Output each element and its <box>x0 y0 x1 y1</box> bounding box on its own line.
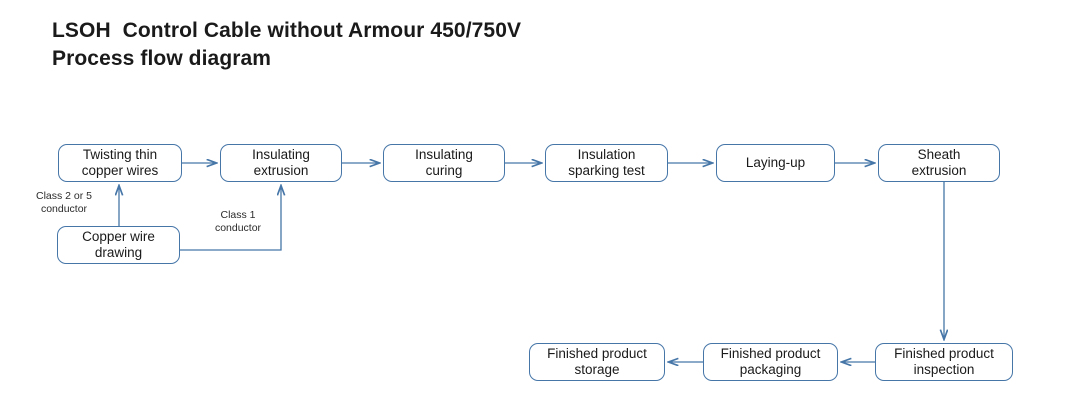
node-insulating-extrusion[interactable]: Insulating extrusion <box>220 144 342 182</box>
node-insulating-curing[interactable]: Insulating curing <box>383 144 505 182</box>
node-finished-product-packaging[interactable]: Finished product packaging <box>703 343 838 381</box>
node-finished-product-inspection[interactable]: Finished product inspection <box>875 343 1013 381</box>
node-label: Insulating curing <box>415 146 473 178</box>
node-copper-wire-drawing[interactable]: Copper wire drawing <box>57 226 180 264</box>
node-label: Finished product inspection <box>894 345 994 377</box>
node-sheath-extrusion[interactable]: Sheath extrusion <box>878 144 1000 182</box>
node-label: Insulating extrusion <box>252 146 310 178</box>
diagram-title: LSOH Control Cable without Armour 450/75… <box>52 17 752 72</box>
node-label: Finished product packaging <box>720 345 821 377</box>
diagram-title-line1: LSOH Control Cable without Armour 450/75… <box>52 19 522 42</box>
node-label: Laying-up <box>745 154 806 170</box>
edge-label-class-2-or-5-conductor: Class 2 or 5 conductor <box>35 190 93 216</box>
node-laying-up[interactable]: Laying-up <box>716 144 835 182</box>
diagram-title-line2: Process flow diagram <box>52 46 272 70</box>
node-finished-product-storage[interactable]: Finished product storage <box>529 343 665 381</box>
node-label: Copper wire drawing <box>82 228 155 260</box>
node-label: Insulation sparking test <box>568 146 645 178</box>
node-label: Twisting thin copper wires <box>81 146 159 178</box>
node-label: Sheath extrusion <box>911 146 967 178</box>
node-twisting-thin-copper-wires[interactable]: Twisting thin copper wires <box>58 144 182 182</box>
node-label: Finished product storage <box>547 345 647 377</box>
edge-label-class-1-conductor: Class 1 conductor <box>214 209 262 235</box>
node-insulation-sparking-test[interactable]: Insulation sparking test <box>545 144 668 182</box>
